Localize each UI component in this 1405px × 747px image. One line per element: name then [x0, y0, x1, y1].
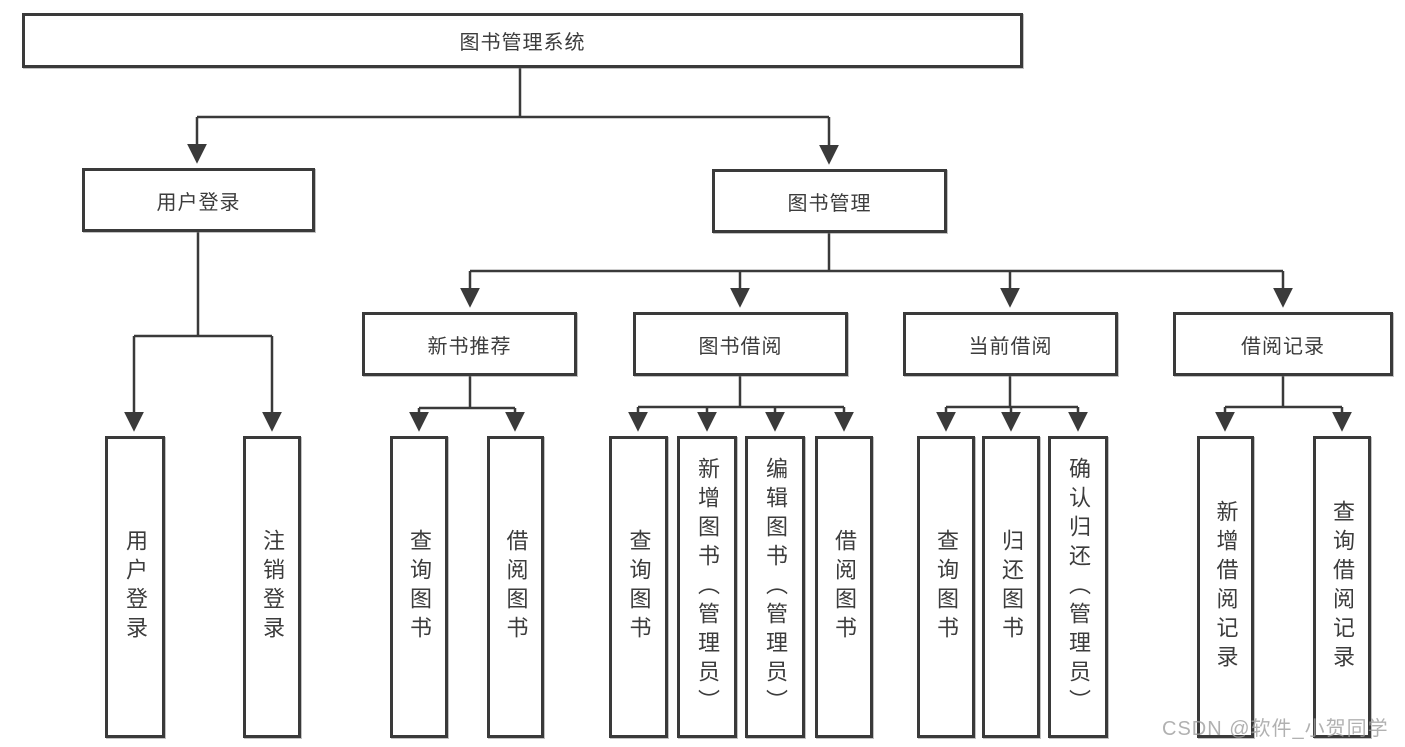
node-label: 编辑图书（管理员）: [763, 456, 788, 718]
root-node-library-system: 图书管理系统: [22, 13, 1023, 68]
node-label: 图书管理: [787, 192, 872, 215]
node-label: 当前借阅: [968, 335, 1053, 358]
node-label: 借阅记录: [1241, 335, 1325, 358]
group-node-current-borrowing: 当前借阅: [903, 312, 1118, 376]
node-label: 新书推荐: [427, 335, 512, 358]
node-label: 确认归还（管理员）: [1066, 456, 1091, 718]
leaf-node-edit-books-admin: 编辑图书（管理员）: [745, 436, 805, 738]
csdn-watermark: CSDN @软件_小贺同学: [1162, 718, 1389, 740]
node-label: 查询图书: [934, 529, 959, 645]
node-label: 图书借阅: [698, 335, 783, 358]
node-label: 借阅图书: [832, 529, 857, 645]
group-node-book-borrowing: 图书借阅: [633, 312, 848, 376]
leaf-node-user-login: 用户登录: [105, 436, 165, 738]
leaf-node-query-books: 查询图书: [390, 436, 448, 738]
group-node-new-book-recommendation: 新书推荐: [362, 312, 577, 376]
node-label: 查询图书: [407, 529, 432, 645]
leaf-node-borrow-books: 借阅图书: [815, 436, 873, 738]
leaf-node-add-borrow-record: 新增借阅记录: [1197, 436, 1254, 738]
node-label: 归还图书: [999, 529, 1024, 645]
leaf-node-return-books: 归还图书: [982, 436, 1040, 738]
leaf-node-query-books: 查询图书: [917, 436, 975, 738]
node-label: 图书管理系统: [459, 32, 586, 54]
node-label: 查询图书: [626, 529, 652, 645]
node-user-login-branch: 用户登录: [82, 168, 315, 232]
node-label: 用户登录: [123, 529, 148, 645]
node-label: 借阅图书: [503, 529, 529, 645]
leaf-node-logout: 注销登录: [243, 436, 301, 738]
node-label: 用户登录: [156, 191, 241, 214]
leaf-node-borrow-books: 借阅图书: [487, 436, 544, 738]
leaf-node-add-books-admin: 新增图书（管理员）: [677, 436, 737, 738]
node-label: 新增图书（管理员）: [695, 456, 720, 718]
leaf-node-query-borrow-record: 查询借阅记录: [1313, 436, 1371, 738]
leaf-node-confirm-return-admin: 确认归还（管理员）: [1048, 436, 1108, 738]
node-book-management-branch: 图书管理: [712, 169, 947, 233]
group-node-borrowing-records: 借阅记录: [1173, 312, 1393, 376]
node-label: 新增借阅记录: [1213, 500, 1239, 674]
leaf-node-query-books: 查询图书: [609, 436, 668, 738]
node-label: 注销登录: [260, 529, 285, 645]
node-label: 查询借阅记录: [1330, 500, 1355, 674]
